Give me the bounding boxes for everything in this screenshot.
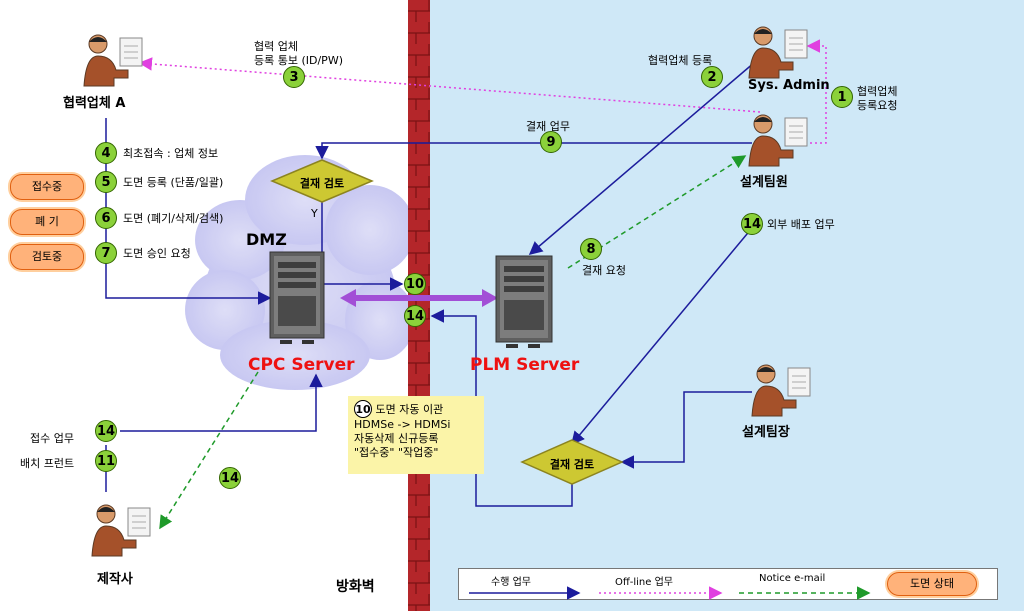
- step-1-badge: 1: [831, 86, 853, 108]
- state-discarded: 폐 기: [10, 209, 84, 235]
- approval-flow-line: [315, 142, 752, 160]
- step-8-badge: 8: [580, 238, 602, 260]
- legend-notice-label: Notice e-mail: [759, 573, 826, 584]
- step-2-text: 협력업체 등록: [648, 54, 713, 67]
- step-7-text: 도면 승인 요청: [123, 247, 191, 260]
- auto-transfer-note: 10 도면 자동 이관 HDMSe -> HDMSi 자동삭제 신규등록 "접수…: [348, 396, 484, 474]
- review-left-label: 결재 검토: [299, 177, 345, 190]
- step-14-notice-badge: 14: [219, 467, 241, 489]
- lead-to-review-line: [620, 391, 752, 469]
- firewall-label: 방화벽: [336, 579, 375, 595]
- admin-to-plm-line: [528, 61, 756, 255]
- partner-person-icon: [83, 34, 143, 87]
- step-8-text: 결재 요청: [582, 264, 626, 277]
- plm-server-title: PLM Server: [470, 355, 580, 375]
- legend-state: 도면 상태: [887, 572, 977, 596]
- legend-lines: [469, 586, 871, 600]
- legend-offline-label: Off-line 업무: [615, 577, 673, 588]
- partner-title: 협력업체 A: [63, 96, 126, 111]
- plm-server-icon: [495, 255, 553, 348]
- sys-admin-person-icon: [748, 26, 808, 79]
- step-4-badge: 4: [95, 142, 117, 164]
- legend: 수행 업무 Off-line 업무 Notice e-mail 도면 상태: [458, 568, 998, 600]
- step-14-receive-text: 접수 업무: [30, 432, 74, 445]
- legend-perform-label: 수행 업무: [491, 577, 531, 588]
- note-line-2: HDMSe -> HDMSi: [354, 418, 451, 431]
- step-14-firewall-badge: 14: [404, 305, 426, 327]
- step-6-badge: 6: [95, 207, 117, 229]
- review-diamond-right: [520, 439, 624, 485]
- designer-title: 설계팀원: [740, 175, 788, 190]
- step-6-text: 도면 (폐기/삭제/검색): [123, 212, 224, 225]
- note-step-badge: 10: [354, 400, 372, 418]
- step-2-badge: 2: [701, 66, 723, 88]
- cpc-server-title: CPC Server: [248, 355, 355, 375]
- step-14-external-badge: 14: [741, 213, 763, 235]
- sys-admin-title: Sys. Admin: [748, 78, 830, 93]
- cpc-server-icon: [269, 251, 325, 344]
- note-line-4: "접수중" "작업중": [354, 446, 439, 459]
- step-9-text: 결재 업무: [526, 120, 570, 133]
- step-1-text-2: 등록요청: [857, 99, 898, 112]
- review-yes-label: Y: [311, 207, 318, 220]
- review-right-label: 결재 검토: [549, 458, 595, 471]
- receive-line: [120, 373, 323, 432]
- designer-person-icon: [748, 114, 808, 167]
- external-distribution-line: [571, 227, 753, 446]
- step-3-text-1: 협력 업체: [254, 40, 298, 53]
- step-11-badge: 11: [95, 450, 117, 472]
- step-9-badge: 9: [540, 131, 562, 153]
- step-5-badge: 5: [95, 171, 117, 193]
- approval-request-line: [567, 155, 747, 269]
- step-1-text-1: 협력업체: [857, 85, 898, 98]
- note-line-3: 자동삭제 신규등록: [354, 432, 439, 445]
- step-3-badge: 3: [283, 66, 305, 88]
- notice-maker-line: [159, 371, 259, 530]
- step-7-badge: 7: [95, 242, 117, 264]
- design-lead-title: 설계팀장: [742, 425, 790, 440]
- design-lead-person-icon: [751, 364, 811, 417]
- step-14-external-text: 외부 배포 업무: [767, 218, 835, 231]
- step-4-text: 최초접속 : 업체 정보: [123, 147, 219, 160]
- step-3-text-2: 등록 통보 (ID/PW): [254, 54, 343, 67]
- dmz-label: DMZ: [246, 230, 287, 249]
- note-line-1: 도면 자동 이관: [375, 403, 444, 416]
- state-receiving: 접수중: [10, 174, 84, 200]
- step-10-badge: 10: [404, 273, 426, 295]
- step-14-receive-badge: 14: [95, 420, 117, 442]
- step-5-text: 도면 등록 (단품/일괄): [123, 176, 224, 189]
- review-diamond-left: [270, 159, 374, 203]
- review-to-dmz-line: [430, 309, 573, 507]
- maker-title: 제작사: [97, 572, 133, 587]
- request-registration-line: [790, 39, 827, 144]
- notify-partner-line: [138, 57, 761, 113]
- state-reviewing: 검토중: [10, 244, 84, 270]
- step-11-text: 배치 프런트: [20, 457, 75, 470]
- maker-person-icon: [91, 504, 151, 557]
